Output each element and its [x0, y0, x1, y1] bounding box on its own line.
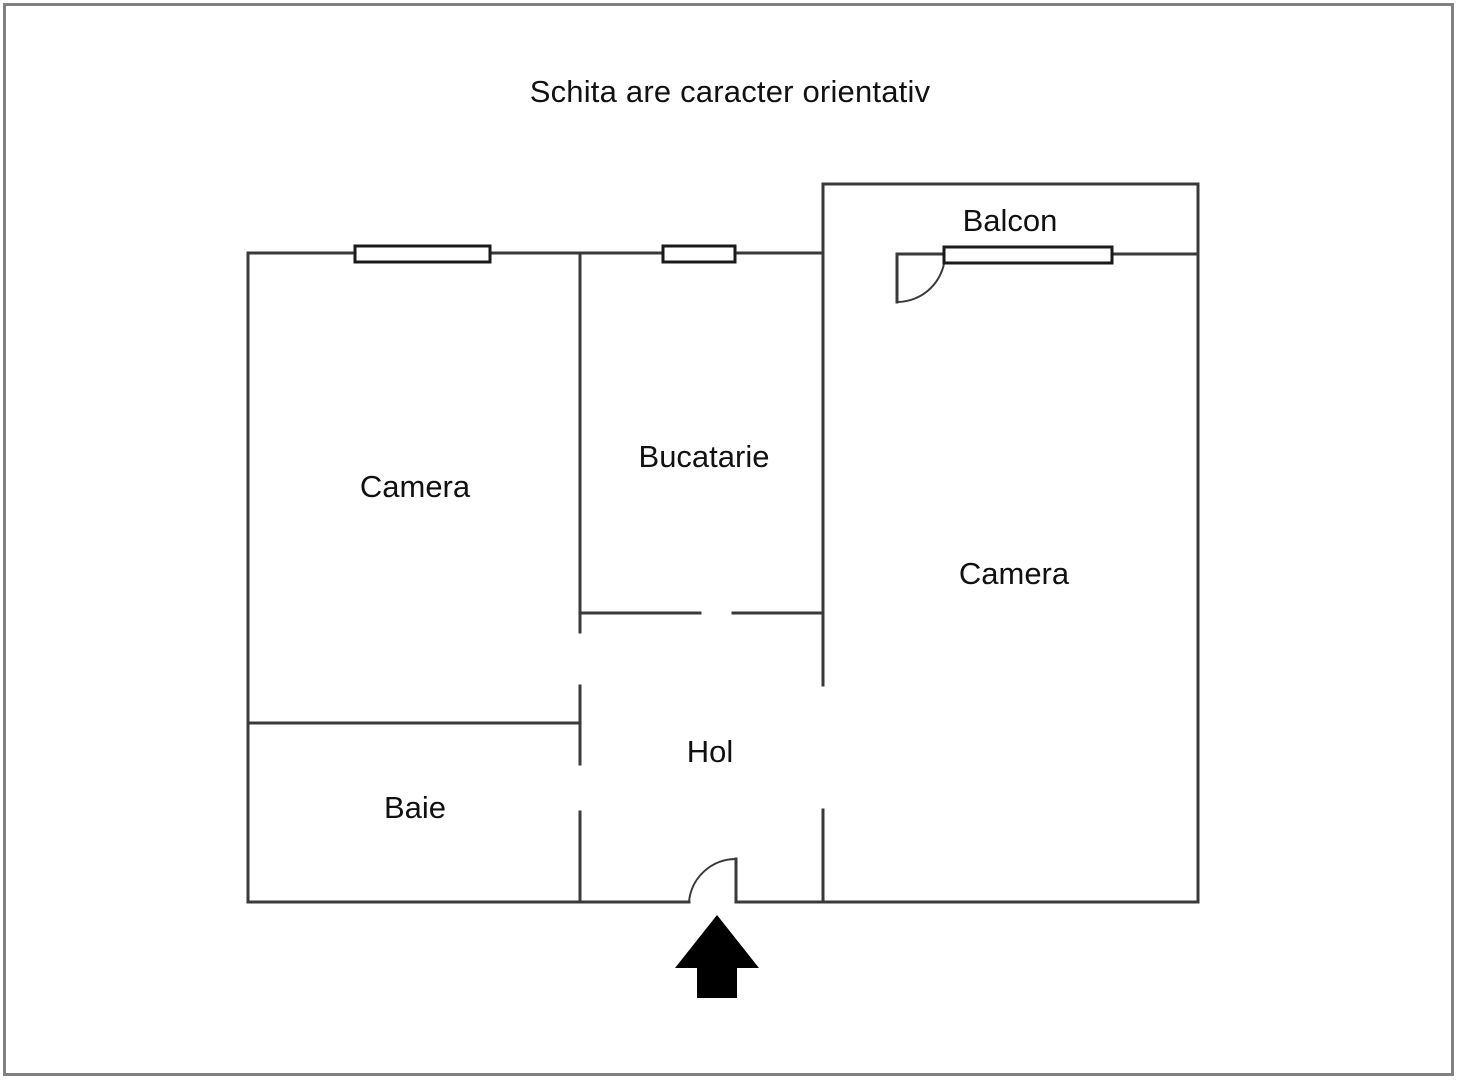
window-bucatarie-icon [661, 244, 737, 264]
room-label-balcon: Balcon [962, 203, 1058, 238]
page-title: Schita are caracter orientativ [529, 74, 931, 109]
room-label-hol: Hol [686, 734, 734, 769]
room-label-bucatarie: Bucatarie [638, 439, 770, 474]
window-camera-left-icon [353, 244, 492, 264]
window-balcon-icon [942, 245, 1114, 265]
entrance-arrow-icon [675, 915, 759, 998]
room-label-camera-left: Camera [359, 469, 471, 504]
window-group [353, 244, 1114, 265]
door-balcon-swing-arc [895, 252, 947, 304]
room-label-baie: Baie [383, 790, 447, 825]
room-label-camera-right: Camera [958, 556, 1070, 591]
door-entrance-swing-arc [687, 857, 738, 904]
